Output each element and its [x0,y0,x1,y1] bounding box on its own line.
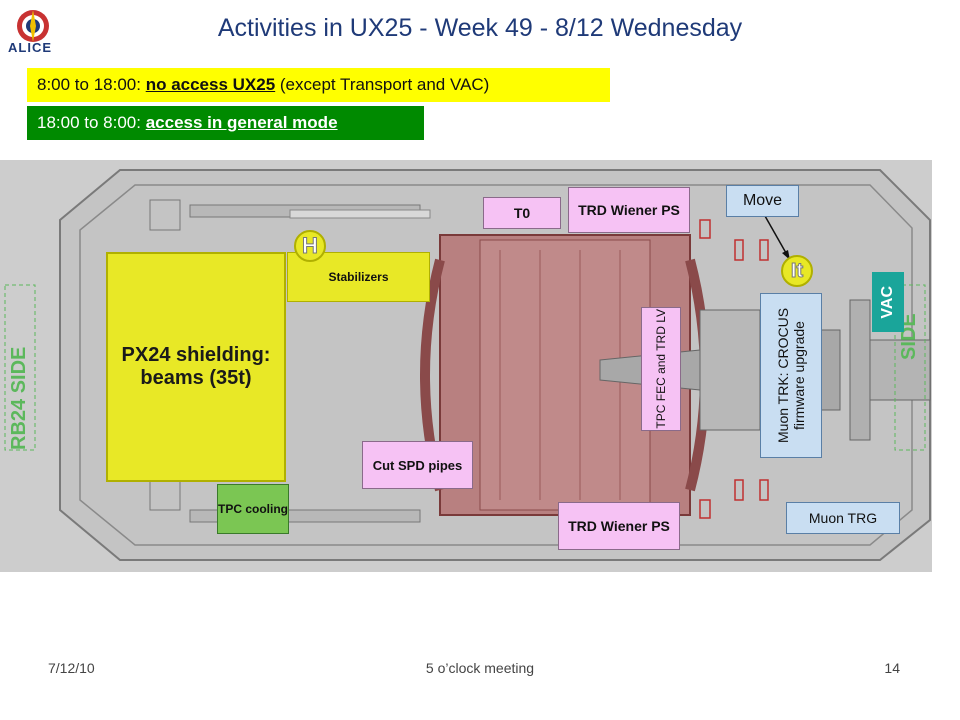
night-link: access in general mode [145,113,338,132]
vac-box: VAC [872,272,904,332]
muon-trg-box: Muon TRG [786,502,900,534]
cut-spd-pipes-box: Cut SPD pipes [362,441,473,489]
t0-box: T0 [483,197,561,229]
night-prefix: 18:00 to 8:00: [37,113,146,132]
night-access-banner: 18:00 to 8:00: access in general mode [27,106,424,140]
ux25-cavern-drawing: RB24 SIDE SIDE PX24 shielding: beams (35… [0,160,932,572]
tpc-fec-trd-lv-label: TPC FEC and TRD LV [654,309,668,429]
day-suffix: (except Transport and VAC) [275,75,490,94]
footer-meeting: 5 o’clock meeting [425,660,535,676]
muon-trk-label: Muon TRK: CROCUS firmware upgrade [775,307,807,444]
px24-shielding-box: PX24 shielding: beams (35t) [106,252,286,482]
tpc-cooling-box: TPC cooling [217,484,289,534]
trd-wiener-ps-bottom-box: TRD Wiener PS [558,502,680,550]
page-title: Activities in UX25 - Week 49 - 8/12 Wedn… [217,14,743,42]
it-marker: It [781,255,813,287]
footer-date: 7/12/10 [48,660,95,676]
muon-trk-box: Muon TRK: CROCUS firmware upgrade [760,293,822,458]
logo-text: ALICE [8,40,52,55]
alice-logo [6,6,60,62]
trd-wiener-ps-top-box: TRD Wiener PS [568,187,690,233]
tpc-fec-trd-lv-box: TPC FEC and TRD LV [641,307,681,431]
footer-page-number: 14 [884,660,900,676]
day-access-banner: 8:00 to 18:00: no access UX25 (except Tr… [27,68,610,102]
day-prefix: 8:00 to 18:00: [37,75,146,94]
vac-label: VAC [879,285,896,319]
h-marker: H [294,230,326,262]
move-box: Move [726,185,799,217]
day-link: no access UX25 [145,75,276,94]
side-label-left: RB24 SIDE [8,346,30,450]
